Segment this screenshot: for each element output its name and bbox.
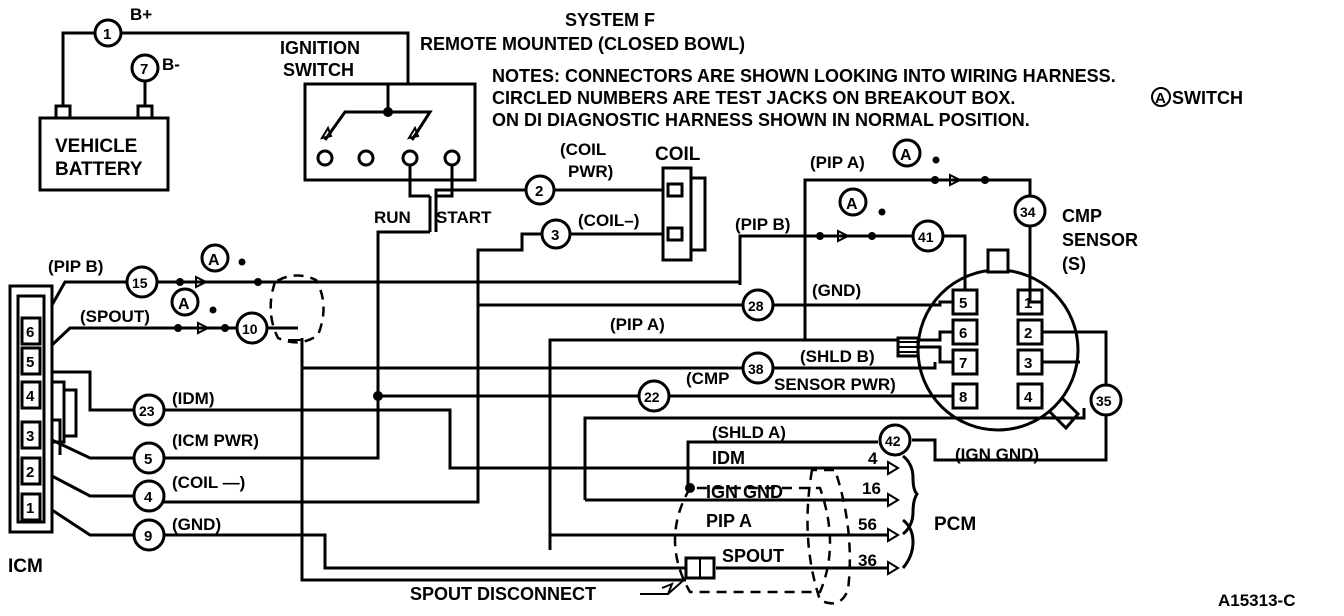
jack-5: 5 <box>144 451 152 468</box>
spout-label: SPOUT <box>722 546 784 566</box>
shld-b-label: (SHLD B) <box>800 347 875 366</box>
idm-paren-label: (IDM) <box>172 389 214 408</box>
system-title: SYSTEM F <box>565 10 655 30</box>
cmp-pin-2: 2 <box>1024 325 1032 342</box>
cmp-sensor-body <box>916 268 1080 432</box>
pip-a-label: PIP A <box>706 511 752 531</box>
icm-pin-4: 4 <box>26 388 35 405</box>
coil-label: COIL <box>655 144 701 165</box>
switch-marker-circle <box>1151 87 1171 107</box>
ign-gnd-label: IGN GND <box>706 482 783 502</box>
jack-4: 4 <box>144 489 153 506</box>
jack-42: 42 <box>885 433 901 449</box>
notes-line-2-switch: SWITCH <box>1172 88 1243 108</box>
cmp-pin-6: 6 <box>959 325 967 342</box>
cmp-sensor-label-2: SENSOR <box>1062 230 1138 250</box>
coil-pwr-label-2: PWR) <box>568 162 613 181</box>
spout-disconnect-label: SPOUT DISCONNECT <box>410 584 596 604</box>
battery-label-1: VEHICLE <box>55 136 137 157</box>
jack-22: 22 <box>644 389 660 405</box>
notes-line-3: ON DI DIAGNOSTIC HARNESS SHOWN IN NORMAL… <box>492 110 1030 130</box>
icm-pwr-label: (ICM PWR) <box>172 431 259 450</box>
pcm-pin-56: 56 <box>858 515 877 534</box>
cmp-sensor-label-1: CMP <box>1062 206 1102 226</box>
cmp-pin-1: 1 <box>1024 295 1032 312</box>
jack-15: 15 <box>132 275 148 291</box>
pcm-pin-16: 16 <box>862 479 881 498</box>
icm-pin-2: 2 <box>26 464 34 481</box>
vehicle-battery: VEHICLE BATTERY <box>38 104 170 192</box>
icm-pin-5: 5 <box>26 354 34 371</box>
pcm-pin-36: 36 <box>858 551 877 570</box>
gnd-mid-label: (GND) <box>812 281 861 300</box>
jack-38: 38 <box>748 361 764 377</box>
figure-code: A15313-C <box>1218 591 1296 610</box>
pip-b-top-label: (PIP B) <box>735 215 790 234</box>
ignition-switch-label-2: SWITCH <box>283 60 354 80</box>
icm-pin-6: 6 <box>26 324 34 341</box>
notes-line-2: CIRCLED NUMBERS ARE TEST JACKS ON BREAKO… <box>492 88 1015 108</box>
marker-a-4: A <box>178 296 190 313</box>
jack-28: 28 <box>748 298 764 314</box>
b-minus-label: B- <box>162 55 180 74</box>
notes-line-1: NOTES: CONNECTORS ARE SHOWN LOOKING INTO… <box>492 66 1116 86</box>
cmp-pin-4: 4 <box>1024 389 1033 406</box>
battery-label-2: BATTERY <box>55 159 143 180</box>
ign-gnd-paren-label: (IGN GND) <box>955 445 1039 464</box>
icm-pin-3: 3 <box>26 428 34 445</box>
test-jacks: 1 7 2 3 34 41 15 10 28 38 22 23 5 4 9 42… <box>93 18 1123 552</box>
jack-34: 34 <box>1020 204 1036 220</box>
jack-23: 23 <box>139 403 155 419</box>
system-subtitle: REMOTE MOUNTED (CLOSED BOWL) <box>420 34 745 54</box>
cmp-pin-5: 5 <box>959 295 967 312</box>
sensor-pwr-label: SENSOR PWR) <box>774 375 896 394</box>
icm-pin-1: 1 <box>26 500 34 517</box>
run-label: RUN <box>374 208 411 227</box>
switch-marker-letter: A <box>1155 90 1166 107</box>
spout-left-label: (SPOUT) <box>80 307 150 326</box>
jack-3: 3 <box>551 227 559 244</box>
pcm-label: PCM <box>934 514 976 535</box>
cmp-right-pins: 1 2 3 4 <box>1016 288 1044 410</box>
pip-a-mid-label: (PIP A) <box>610 315 665 334</box>
gnd-bottom-label: (GND) <box>172 515 221 534</box>
marker-a-3: A <box>208 252 220 269</box>
coil-body <box>661 166 693 262</box>
idm-label: IDM <box>712 448 745 468</box>
jack-9: 9 <box>144 528 152 545</box>
b-plus-label: B+ <box>130 5 152 24</box>
marker-a-1: A <box>900 147 912 164</box>
cmp-sensor-label-3: (S) <box>1062 254 1086 274</box>
jack-35: 35 <box>1096 393 1112 409</box>
jack-10: 10 <box>242 321 258 337</box>
jack-41: 41 <box>918 229 934 245</box>
coil-pwr-label-1: (COIL <box>560 140 606 159</box>
jack-7: 7 <box>140 61 148 78</box>
start-label: START <box>436 208 492 227</box>
cmp-left-pins: 5 6 7 8 <box>951 288 979 410</box>
cmp-pin-8: 8 <box>959 389 967 406</box>
jack-1: 1 <box>103 26 111 43</box>
marker-a-2: A <box>846 196 858 213</box>
cmp-pin-3: 3 <box>1024 355 1032 372</box>
shld-a-label: (SHLD A) <box>712 423 786 442</box>
ignition-switch-label-1: IGNITION <box>280 38 360 58</box>
jack-2: 2 <box>535 183 543 200</box>
icm-label: ICM <box>8 556 43 577</box>
switch-markers: A A A A <box>170 138 940 317</box>
coil-minus-top-label: (COIL–) <box>578 211 639 230</box>
pcm-pin-4: 4 <box>868 449 878 468</box>
pip-a-top-label: (PIP A) <box>810 153 865 172</box>
pip-b-left-label: (PIP B) <box>48 257 103 276</box>
icm-pins: 6 5 4 3 2 1 <box>20 316 42 522</box>
cmp-pin-7: 7 <box>959 355 967 372</box>
coil-minus-bottom-label: (COIL —) <box>172 473 245 492</box>
cmp-label-mid: (CMP <box>686 369 729 388</box>
